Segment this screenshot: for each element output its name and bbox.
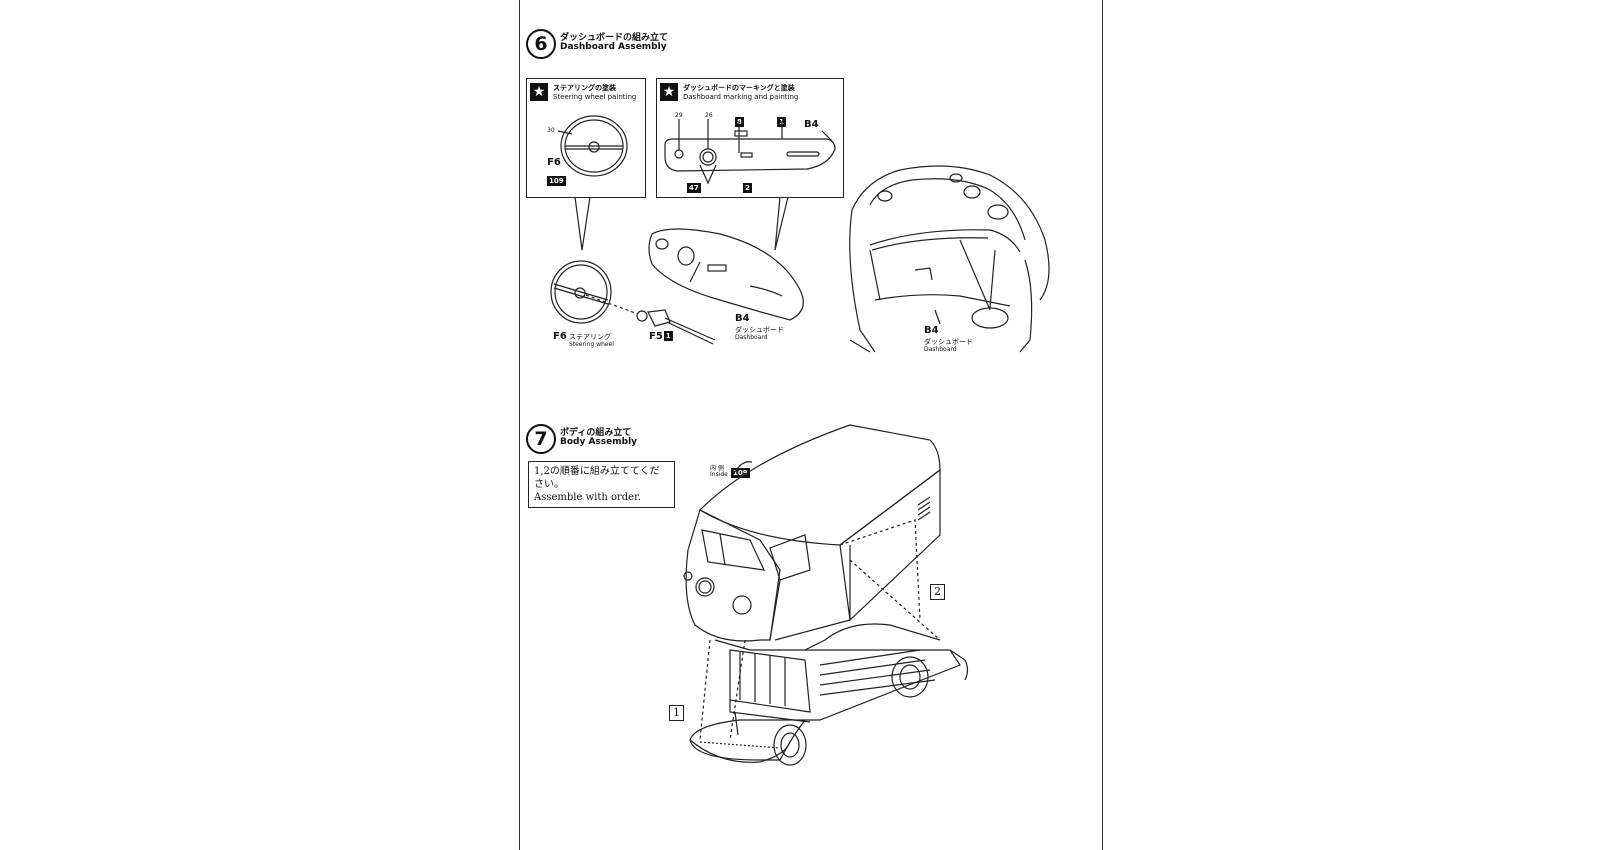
cab-interior-drawing — [849, 165, 1050, 353]
dashboard-flat-drawing — [664, 119, 836, 185]
step-6-number: 6 — [526, 29, 556, 59]
inside-color-code: 109 — [731, 467, 750, 478]
instruction-sheet: 6 ダッシュボードの組み立て Dashboard Assembly ★ ステアリ… — [519, 0, 1103, 850]
dash-part-label: B4 — [804, 119, 819, 130]
star-icon: ★ — [660, 83, 678, 101]
steering-callout: 30 — [547, 127, 555, 134]
dash-box-title-en: Dashboard marking and painting — [683, 93, 799, 101]
step-6-title-en: Dashboard Assembly — [560, 42, 667, 52]
cab-part-label: B4 — [924, 325, 939, 336]
dash-exploded-jp: ダッシュボード — [735, 326, 784, 334]
van-body-drawing — [683, 424, 969, 766]
dash-callout-26: 26 — [705, 112, 713, 119]
dash-callout-29: 29 — [675, 112, 683, 119]
order-note-jp: 1,2の順番に組み立ててください。 — [534, 466, 660, 490]
steering-wheel-drawing — [557, 115, 628, 177]
cab-label-en: Dashboard — [924, 346, 957, 353]
steering-color-code: 109 — [547, 175, 566, 186]
cab-label-jp: ダッシュボード — [924, 338, 973, 346]
step-6-title-jp: ダッシュボードの組み立て — [560, 33, 669, 43]
dash-callout-47: 47 — [687, 182, 701, 193]
dash-box-title-jp: ダッシュボードのマーキングと塗装 — [683, 84, 795, 92]
steering-box-title-en: Steering wheel painting — [553, 93, 637, 101]
wheel-label-jp: ステアリング — [569, 333, 611, 341]
sequence-1-box: 1 — [669, 705, 684, 721]
step-7-number: 7 — [526, 424, 556, 454]
inside-label-en: Inside — [710, 471, 728, 478]
wheel-part-label: F6 — [553, 331, 567, 342]
steering-box-title-jp: ステアリングの塗装 — [553, 84, 616, 92]
dash-exploded-part: B4 — [735, 313, 750, 324]
steering-part-label: F6 — [547, 157, 561, 168]
dashboard-marking-box: ★ ダッシュボードのマーキングと塗装 Dashboard marking and… — [656, 78, 844, 198]
order-note-en: Assemble with order. — [534, 492, 641, 503]
dash-callout-2: 2 — [743, 182, 752, 193]
inside-label-jp: 内 側 — [710, 465, 724, 472]
wheel-label-en: Steering wheel — [569, 341, 614, 348]
sequence-2-box: 2 — [930, 584, 945, 600]
dash-exploded-en: Dashboard — [735, 334, 768, 341]
order-note: 1,2の順番に組み立ててください。 Assemble with order. — [528, 461, 675, 508]
step-7-title-en: Body Assembly — [560, 437, 638, 447]
dashboard-exploded-drawing — [550, 228, 804, 345]
steering-painting-box: ★ ステアリングの塗装 Steering wheel painting 30 F… — [526, 78, 646, 198]
pointer-lines — [574, 196, 789, 251]
step-7-title-jp: ボディの組み立て — [560, 428, 632, 438]
star-icon: ★ — [530, 83, 548, 101]
